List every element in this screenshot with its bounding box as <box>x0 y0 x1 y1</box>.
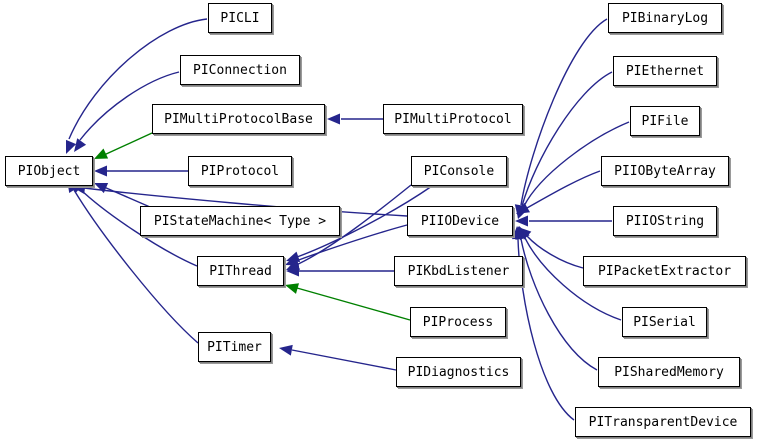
class-node-pikbdlistener[interactable]: PIKbdListener <box>394 256 523 286</box>
class-node-pistatemachine[interactable]: PIStateMachine< Type > <box>140 206 340 236</box>
inheritance-edge-pitransparent-piiodevice <box>511 226 575 421</box>
class-node-label: PIMultiProtocol <box>394 111 512 127</box>
class-node-pisharedmemory[interactable]: PISharedMemory <box>598 357 740 387</box>
class-node-piethernet[interactable]: PIEthernet <box>613 56 717 86</box>
class-node-pimultiprotocolbase[interactable]: PIMultiProtocolBase <box>152 104 325 134</box>
class-node-label: PIMultiProtocolBase <box>164 111 313 127</box>
arrow-head <box>515 215 528 227</box>
inheritance-edge-pimultiprotocolbase-piobject <box>94 132 153 159</box>
inheritance-edge-piconnection-piobject <box>74 71 180 152</box>
class-node-label: PIIOByteArray <box>614 163 716 179</box>
arrow-head <box>279 344 293 356</box>
arrow-head <box>286 265 299 277</box>
class-node-piconsole[interactable]: PIConsole <box>411 156 507 186</box>
class-node-label: PITimer <box>207 339 262 355</box>
arrow-head <box>74 138 87 152</box>
class-node-pitimer[interactable]: PITimer <box>198 332 271 362</box>
class-node-pitransparentdevice[interactable]: PITransparentDevice <box>575 407 751 437</box>
arrow-head <box>94 148 109 159</box>
inheritance-edge-piiobytearray-piiodevice <box>516 170 601 214</box>
arrow-head <box>286 251 301 262</box>
class-node-label: PICLI <box>220 10 260 26</box>
class-node-label: PIBinaryLog <box>621 10 709 26</box>
class-node-label: PIFile <box>641 113 689 129</box>
arrow-head <box>511 226 523 240</box>
inheritance-edge-piiostring-piiodevice <box>515 215 612 227</box>
inheritance-edge-piprotocol-piobject <box>94 165 188 177</box>
class-node-label: PISerial <box>633 314 696 330</box>
arrow-head <box>66 139 77 154</box>
class-node-piserial[interactable]: PISerial <box>622 307 707 337</box>
class-node-piprocess[interactable]: PIProcess <box>410 307 506 337</box>
class-node-picli[interactable]: PICLI <box>208 3 272 33</box>
class-node-pifile[interactable]: PIFile <box>630 106 700 136</box>
inheritance-edge-piconsole-pithread2 <box>286 185 433 262</box>
inheritance-edge-piprocess-pithread <box>285 283 411 321</box>
class-node-label: PIProcess <box>422 314 494 330</box>
class-node-piobject[interactable]: PIObject <box>5 156 93 186</box>
class-node-piprotocol[interactable]: PIProtocol <box>188 156 292 186</box>
class-node-label: PIStateMachine< Type > <box>153 213 327 229</box>
class-node-piconnection[interactable]: PIConnection <box>180 55 300 85</box>
arrow-head <box>285 283 300 294</box>
class-node-pipacketextractor[interactable]: PIPacketExtractor <box>583 256 746 286</box>
class-node-label: PIProtocol <box>200 163 280 179</box>
class-node-label: PIKbdListener <box>407 263 510 279</box>
class-node-label: PIPacketExtractor <box>597 263 732 279</box>
class-node-label: PIConsole <box>423 163 495 179</box>
inheritance-edge-pitimer-piobject <box>67 179 199 344</box>
class-node-piiostring[interactable]: PIIOString <box>613 206 717 236</box>
arrow-head <box>94 165 107 177</box>
inheritance-edge-pikbdlistener-pithread <box>286 265 394 277</box>
class-node-pidiagnostics[interactable]: PIDiagnostics <box>396 357 521 387</box>
class-node-pimultiprotocol[interactable]: PIMultiProtocol <box>383 104 523 134</box>
inheritance-edge-pisharedmemory-piiodevice <box>515 226 598 371</box>
class-node-pithread[interactable]: PIThread <box>197 256 284 286</box>
inheritance-edge-pimultiprotocol-base <box>327 113 383 125</box>
class-node-label: PIIOString <box>625 213 705 229</box>
class-node-label: PIEthernet <box>625 63 705 79</box>
class-node-label: PISharedMemory <box>614 364 724 380</box>
inheritance-edge-pibinarylog-piiodevice <box>514 18 608 218</box>
class-node-piiobytearray[interactable]: PIIOByteArray <box>601 156 729 186</box>
class-node-label: PITransparentDevice <box>588 414 738 430</box>
class-node-label: PIDiagnostics <box>407 364 510 380</box>
arrow-head <box>516 202 531 214</box>
inheritance-edge-piethernet-piiodevice <box>515 71 613 219</box>
class-node-label: PIConnection <box>193 62 287 78</box>
inheritance-edge-pidiagnostics-pitimer <box>279 344 397 371</box>
class-node-pibinarylog[interactable]: PIBinaryLog <box>608 3 722 33</box>
class-node-label: PIThread <box>209 263 272 279</box>
class-node-piiodevice[interactable]: PIIODevice <box>407 206 513 236</box>
inheritance-edge-picli-piobject <box>66 18 208 154</box>
inheritance-edge-pipacketextractor-piiodevice <box>518 227 584 269</box>
class-node-label: PIIODevice <box>420 213 500 229</box>
arrow-head <box>327 113 340 125</box>
class-node-label: PIObject <box>17 163 81 179</box>
